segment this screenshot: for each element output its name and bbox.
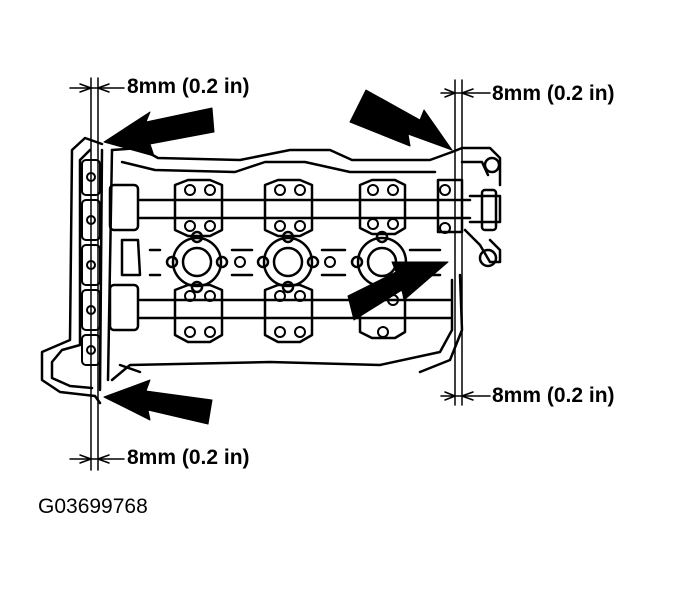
end-journals [108, 183, 142, 332]
spark-plug-bosses [148, 230, 442, 294]
dimension-label-top-right: 8mm (0.2 in) [492, 82, 615, 105]
figure-id: G03699768 [38, 495, 148, 518]
bolts [184, 184, 451, 338]
arrow-top-left [103, 107, 215, 157]
chain-cover-detail [81, 159, 101, 366]
dimension-label-bottom-left: 8mm (0.2 in) [127, 446, 250, 469]
pointer-arrows [103, 89, 453, 425]
arrow-mid-right [347, 261, 449, 321]
dimension-label-top-left: 8mm (0.2 in) [127, 75, 250, 98]
arrow-top-right [349, 89, 453, 151]
dimension-label-bottom-right: 8mm (0.2 in) [492, 384, 615, 407]
arrow-bottom-left [103, 379, 213, 425]
dimension-markers [69, 83, 491, 464]
